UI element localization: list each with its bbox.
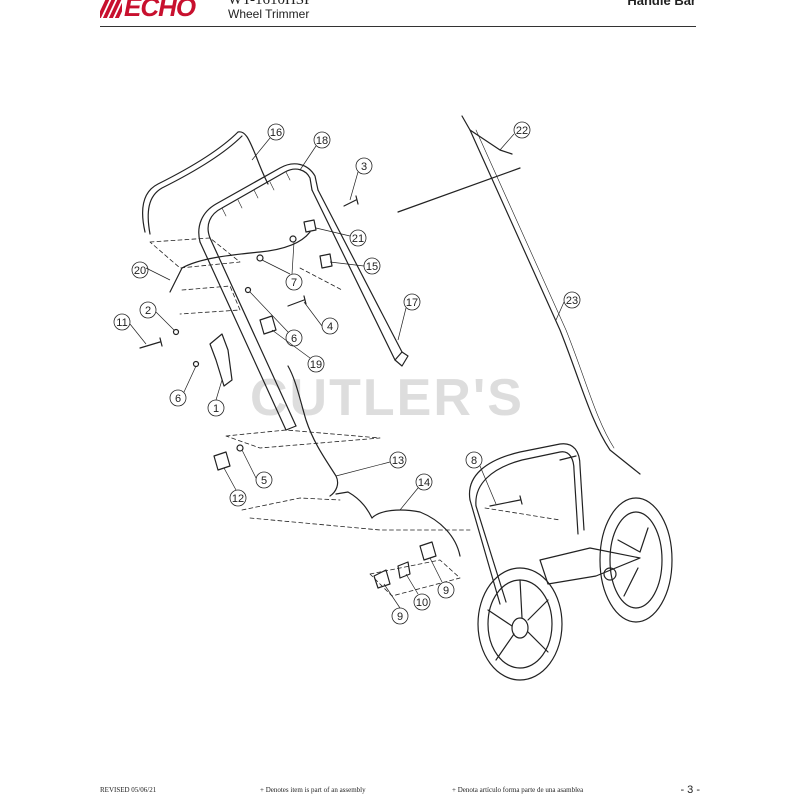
cable-20 bbox=[169, 231, 311, 293]
watermark: CUTLER'S bbox=[250, 369, 524, 427]
callout-18: 18 bbox=[313, 131, 331, 149]
product-subtitle: Wheel Trimmer bbox=[228, 7, 310, 21]
spring-10 bbox=[397, 561, 411, 579]
bolt-4 bbox=[287, 295, 307, 307]
pin-11 bbox=[139, 337, 163, 349]
svg-text:10: 10 bbox=[416, 597, 428, 609]
header-rule bbox=[100, 26, 696, 27]
cable-13 bbox=[287, 365, 339, 497]
nut-7a bbox=[256, 254, 264, 262]
svg-text:2: 2 bbox=[145, 305, 151, 317]
svg-text:6: 6 bbox=[291, 333, 297, 345]
nut-7b bbox=[289, 235, 297, 243]
callout-2: 2 bbox=[139, 301, 157, 319]
clip-21 bbox=[303, 219, 317, 233]
svg-text:19: 19 bbox=[310, 359, 322, 371]
callout-15: 15 bbox=[363, 257, 381, 275]
svg-text:1: 1 bbox=[213, 403, 219, 415]
svg-text:22: 22 bbox=[516, 125, 528, 137]
svg-text:8: 8 bbox=[471, 455, 477, 467]
bolt-3 bbox=[343, 195, 359, 207]
handle-right-17 bbox=[311, 189, 409, 367]
leader-lines bbox=[129, 133, 565, 609]
callout-20: 20 bbox=[131, 261, 149, 279]
svg-text:9: 9 bbox=[443, 585, 449, 597]
rod-22a bbox=[397, 167, 521, 213]
svg-text:13: 13 bbox=[392, 455, 404, 467]
svg-text:23: 23 bbox=[566, 295, 578, 307]
callout-4: 4 bbox=[321, 317, 339, 335]
revision-date: REVISED 05/06/21 bbox=[100, 786, 157, 794]
bearing-9b bbox=[419, 541, 437, 561]
bolt-8 bbox=[489, 495, 523, 507]
cable-16 bbox=[142, 131, 269, 235]
wheel-frame bbox=[468, 443, 641, 605]
callout-8: 8 bbox=[465, 451, 483, 469]
rod-22b bbox=[461, 115, 513, 155]
svg-text:17: 17 bbox=[406, 297, 418, 309]
callout-5: 5 bbox=[255, 471, 273, 489]
callout-9b: 9 bbox=[437, 581, 455, 599]
cap-9a bbox=[373, 569, 391, 589]
svg-text:15: 15 bbox=[366, 261, 378, 273]
callout-6b: 6 bbox=[285, 329, 303, 347]
page-number: - 3 - bbox=[680, 784, 700, 796]
svg-text:5: 5 bbox=[261, 475, 267, 487]
throttle-1 bbox=[209, 333, 233, 387]
callout-7: 7 bbox=[285, 273, 303, 291]
callout-9a: 9 bbox=[391, 607, 409, 625]
callout-10: 10 bbox=[413, 593, 431, 611]
svg-text:6: 6 bbox=[175, 393, 181, 405]
svg-text:7: 7 bbox=[291, 277, 297, 289]
svg-text:12: 12 bbox=[232, 493, 244, 505]
knob-12 bbox=[213, 451, 231, 471]
handle-left-tube bbox=[199, 237, 297, 431]
svg-text:9: 9 bbox=[397, 611, 403, 623]
washer-6b bbox=[244, 286, 252, 294]
callout-3: 3 bbox=[355, 157, 373, 175]
svg-text:20: 20 bbox=[134, 265, 146, 277]
washer-2 bbox=[172, 328, 180, 336]
switch-15 bbox=[319, 253, 333, 269]
svg-text:4: 4 bbox=[327, 321, 333, 333]
bracket-19 bbox=[259, 315, 277, 335]
callout-13: 13 bbox=[389, 451, 407, 469]
svg-text:21: 21 bbox=[352, 233, 364, 245]
washer-5 bbox=[236, 444, 244, 452]
svg-text:18: 18 bbox=[316, 135, 328, 147]
callout-17: 17 bbox=[403, 293, 421, 311]
svg-text:3: 3 bbox=[361, 161, 367, 173]
callout-22: 22 bbox=[513, 121, 531, 139]
assembly-note-es: + Denota artículo forma parte de una asa… bbox=[452, 786, 584, 794]
svg-text:14: 14 bbox=[418, 477, 430, 489]
callout-19: 19 bbox=[307, 355, 325, 373]
page-header: ECHO WT-1610HSP Wheel Trimmer Handle Bar bbox=[0, 0, 800, 30]
wheel-left bbox=[477, 567, 563, 681]
washer-6a bbox=[192, 360, 200, 368]
assembly-note-en: + Denotes item is part of an assembly bbox=[260, 786, 366, 794]
cable-14 bbox=[371, 509, 461, 557]
svg-text:11: 11 bbox=[116, 317, 127, 329]
brand-name: ECHO bbox=[124, 0, 196, 22]
callout-16: 16 bbox=[267, 123, 285, 141]
callout-14: 14 bbox=[415, 473, 433, 491]
callout-23: 23 bbox=[563, 291, 581, 309]
section-title: Handle Bar bbox=[627, 0, 696, 8]
model-number: WT-1610HSP bbox=[228, 0, 313, 8]
callout-1: 1 bbox=[207, 399, 225, 417]
callout-12: 12 bbox=[229, 489, 247, 507]
echo-logo: ECHO bbox=[100, 0, 196, 22]
callouts: 1 2 3 4 5 6 6 7 8 9 9 10 11 12 13 14 15 … bbox=[113, 121, 581, 625]
svg-text:16: 16 bbox=[270, 127, 282, 139]
rod-23 bbox=[469, 129, 641, 475]
callout-21: 21 bbox=[349, 229, 367, 247]
assembly-guides bbox=[149, 237, 561, 597]
wheel-right bbox=[599, 497, 673, 623]
callout-6a: 6 bbox=[169, 389, 187, 407]
callout-11: 11 bbox=[113, 313, 131, 331]
handle-upper-18 bbox=[198, 163, 319, 243]
